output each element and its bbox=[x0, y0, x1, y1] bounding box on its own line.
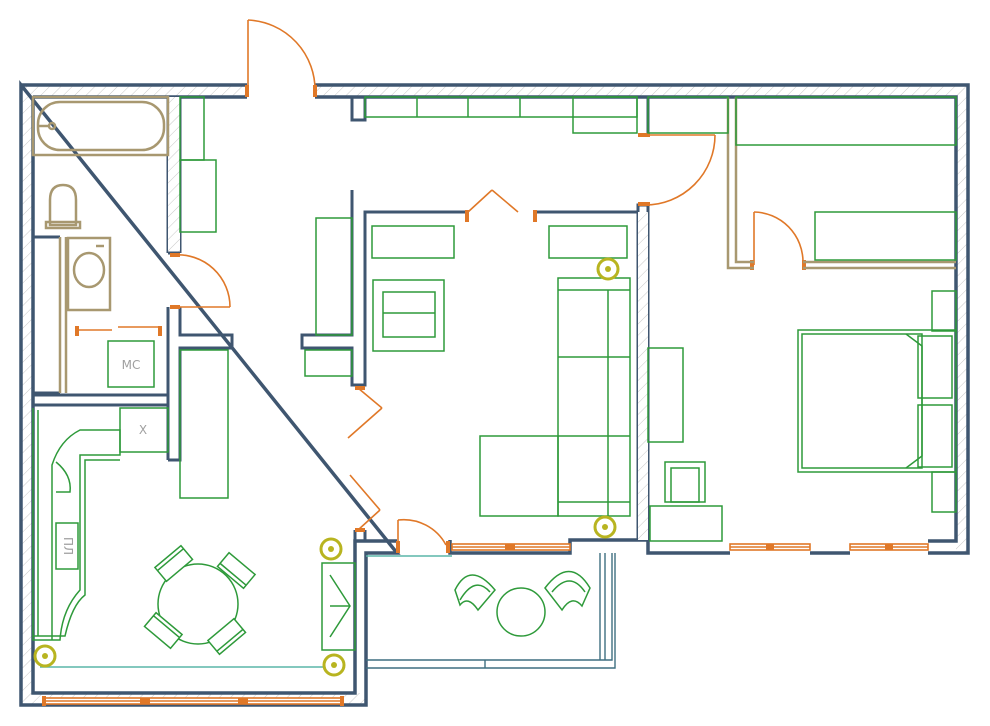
bedroom-window-right bbox=[849, 543, 929, 551]
socket-icon bbox=[596, 257, 620, 281]
socket-icon bbox=[33, 644, 57, 668]
doors bbox=[170, 19, 806, 553]
bathroom-door[interactable] bbox=[170, 253, 231, 309]
closet-door[interactable] bbox=[750, 211, 806, 270]
living-window bbox=[451, 543, 571, 551]
sockets bbox=[33, 257, 620, 677]
socket-icon bbox=[593, 515, 617, 539]
entrance-door[interactable] bbox=[245, 19, 317, 97]
dining-table bbox=[143, 544, 257, 656]
socket-icon bbox=[319, 537, 343, 561]
corner-sofa bbox=[479, 277, 631, 517]
living-double-door[interactable] bbox=[465, 189, 537, 222]
socket-icon bbox=[322, 653, 346, 677]
corridor-double-door[interactable] bbox=[347, 386, 383, 532]
kitchen-window bbox=[42, 696, 344, 706]
double-bed bbox=[797, 329, 957, 473]
toilet-icon bbox=[44, 183, 82, 230]
inner-walls bbox=[33, 97, 650, 541]
fridge-label: Х bbox=[139, 423, 147, 437]
desk-chair bbox=[664, 461, 706, 503]
living-room bbox=[371, 225, 631, 517]
bedroom bbox=[647, 96, 957, 542]
corridor-furniture bbox=[179, 96, 638, 651]
windows bbox=[42, 543, 929, 706]
kitchen: ПЛ Х bbox=[32, 407, 330, 668]
balcony-chair-right bbox=[544, 570, 591, 612]
washing-machine: МС bbox=[107, 340, 155, 388]
balcony-door[interactable] bbox=[396, 518, 450, 553]
bathroom: МС bbox=[31, 95, 170, 393]
bedroom-window-left bbox=[729, 543, 811, 551]
washing-machine-label: МС bbox=[122, 358, 141, 372]
sink-icon bbox=[66, 236, 112, 312]
stove-label: ПЛ bbox=[61, 537, 75, 555]
fridge: Х bbox=[119, 407, 169, 453]
balcony bbox=[366, 553, 616, 669]
armchair bbox=[372, 279, 445, 352]
bedroom-door[interactable] bbox=[638, 133, 716, 206]
bathtub-icon bbox=[31, 95, 170, 157]
balcony-chair-left bbox=[454, 574, 496, 612]
